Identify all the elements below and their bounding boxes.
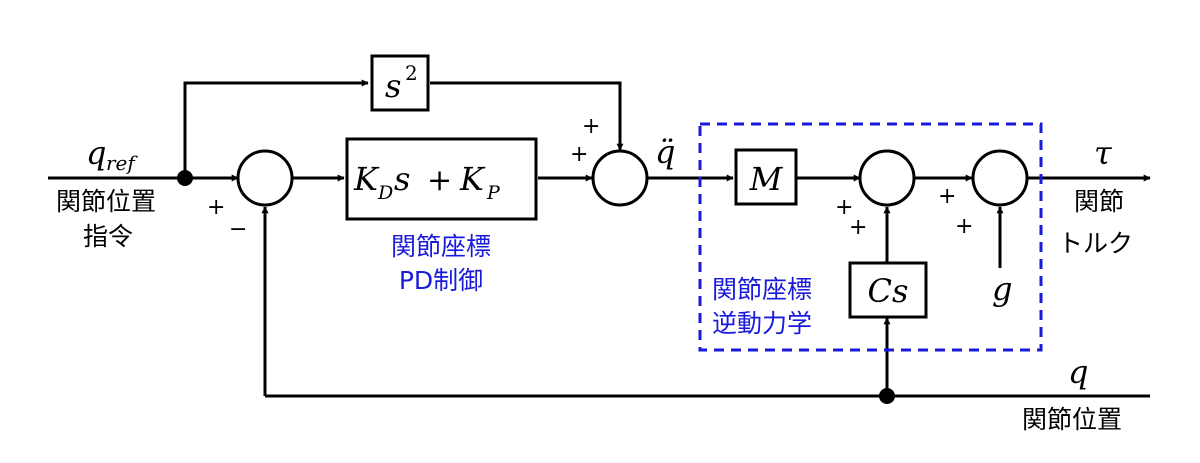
torque-sum-junction-1	[858, 149, 916, 207]
pd-kd-subscript: D	[377, 182, 393, 204]
coriolis-symbol: Cs	[868, 272, 909, 310]
torque-label-line1: 関節	[1074, 187, 1124, 216]
invdyn-caption-line1: 関節座標	[712, 275, 812, 304]
pd-formula: K D s + K P	[353, 160, 501, 204]
q-ref-subscript: ref	[106, 151, 138, 175]
pd-kd-symbol: K	[353, 160, 380, 198]
branch-point-feedback	[879, 388, 895, 404]
error-sum-minus: −	[229, 217, 247, 242]
sum2-plus-bottom: +	[955, 214, 973, 239]
q-feedback-symbol: q	[1068, 353, 1088, 391]
torque-sum-junction-2	[971, 149, 1029, 207]
qddot-symbol: q̈	[655, 133, 675, 171]
pd-kp-subscript: P	[486, 182, 501, 204]
inverse-dynamics-region	[698, 122, 1043, 352]
ref-label-line2: 指令	[83, 222, 133, 251]
gravity-symbol: g	[992, 270, 1012, 308]
feedforward-wire-in	[183, 79, 369, 178]
feedforward-wire-out	[430, 81, 624, 151]
mass-matrix-block	[734, 148, 798, 206]
invdyn-caption-line2: 逆動力学	[712, 309, 812, 338]
sum2-plus-top: +	[938, 184, 956, 209]
tau-symbol: τ	[1094, 134, 1113, 172]
pd-kp-symbol: K	[459, 160, 486, 198]
pd-controller-block	[345, 137, 538, 221]
pd-plus: +	[427, 163, 452, 198]
accel-sum-plus-ff: +	[582, 114, 600, 139]
error-sum-junction	[236, 149, 294, 207]
feedforward-block	[370, 54, 430, 112]
feedback-label: 関節位置	[1022, 405, 1122, 434]
sum1-plus-bottom: +	[849, 215, 867, 240]
pd-caption-line2: PD制御	[399, 266, 483, 295]
ref-label-line1: 関節位置	[56, 187, 156, 216]
accel-sum-junction	[591, 149, 649, 207]
mass-matrix-symbol: M	[749, 160, 784, 198]
error-sum-plus: +	[207, 195, 225, 220]
pd-caption-line1: 関節座標	[391, 232, 491, 261]
feedforward-exponent: 2	[405, 61, 418, 85]
feedforward-base: s	[385, 67, 401, 105]
accel-sum-plus-pd: +	[570, 142, 588, 167]
branch-point-ref	[177, 170, 193, 186]
coriolis-block	[848, 261, 928, 319]
torque-label-line2: トルク	[1058, 229, 1133, 258]
pd-s-symbol: s	[394, 160, 410, 198]
q-ref-symbol: q	[86, 134, 106, 172]
sum1-plus-top: +	[835, 195, 853, 220]
